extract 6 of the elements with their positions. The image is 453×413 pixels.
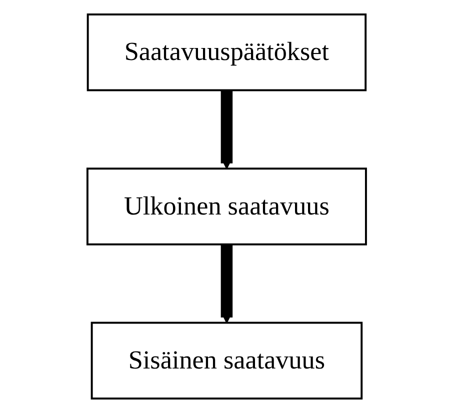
node-box	[86, 13, 366, 92]
arrow	[220, 244, 232, 324]
arrow	[220, 90, 232, 170]
node-box	[90, 322, 362, 400]
node-box	[86, 168, 367, 246]
flowchart-diagram: Saatavuuspäätökset Ulkoinen saatavuus Sisäinen saatavuus	[76, 4, 376, 409]
